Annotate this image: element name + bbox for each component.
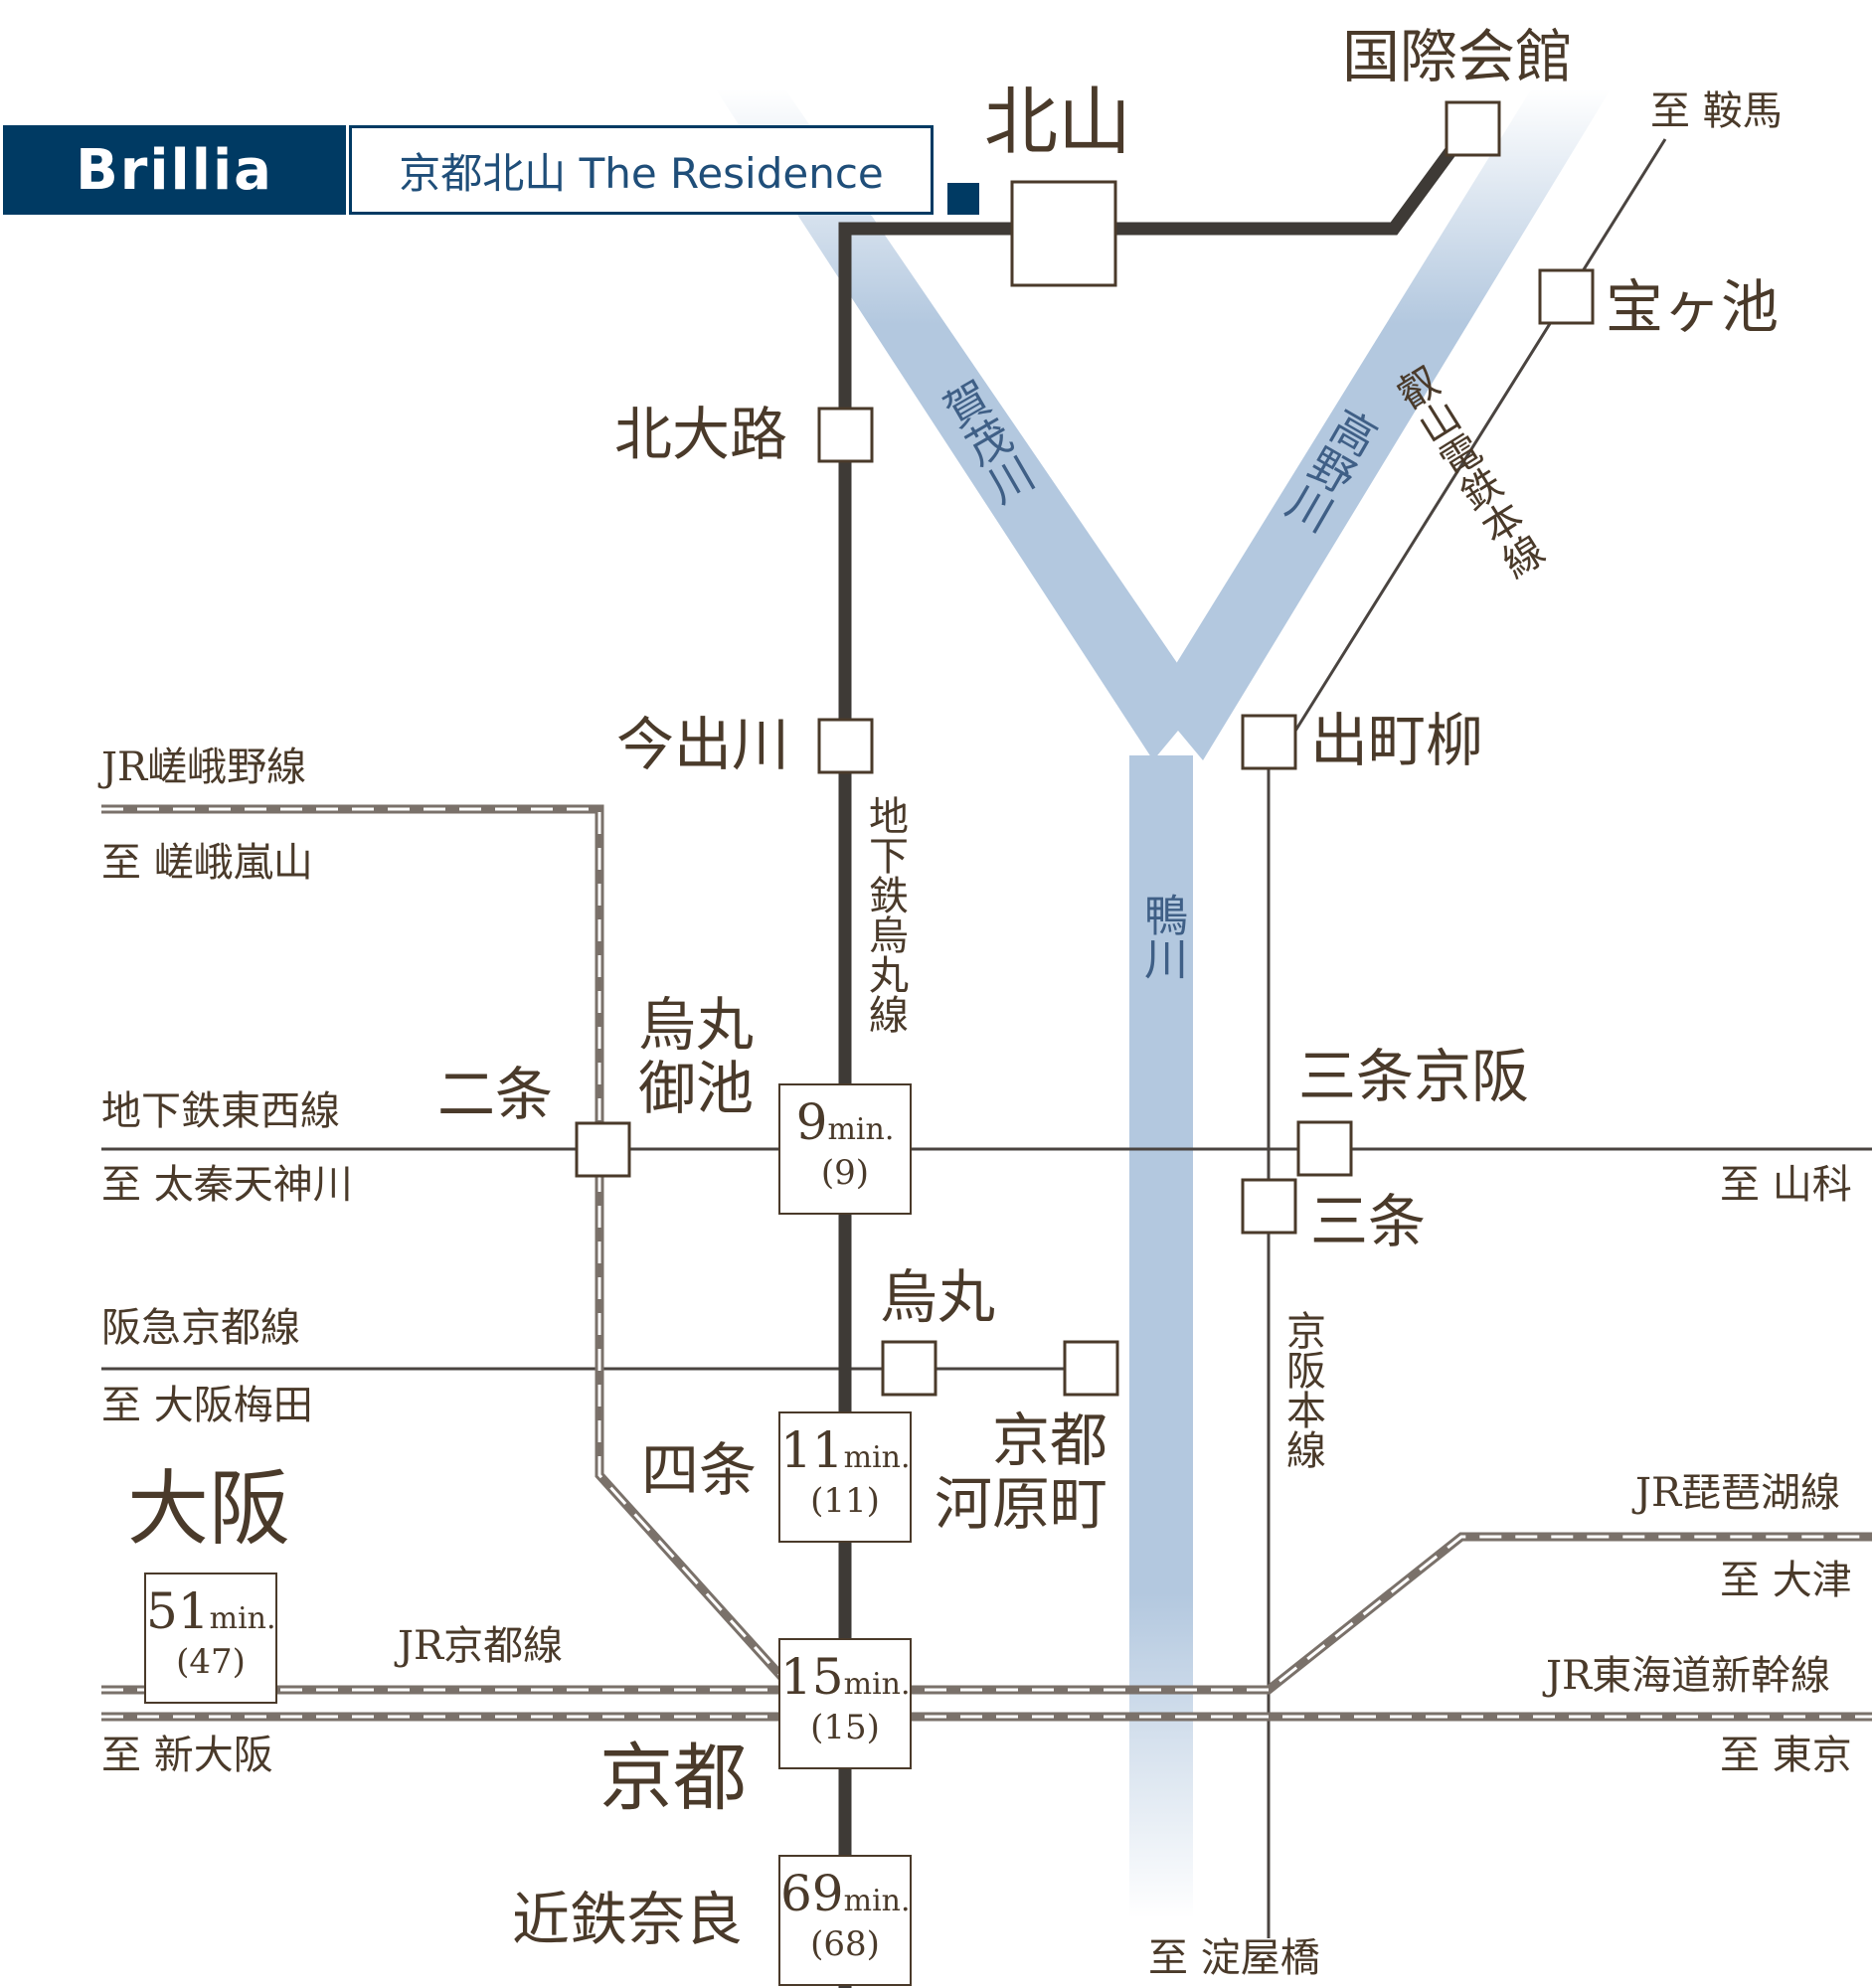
station-label-osaka: 大阪 — [127, 1462, 291, 1557]
station-kyoto-kawaramachi — [1063, 1340, 1119, 1397]
station-label-karasuma-oike: 烏丸 御池 — [638, 991, 755, 1122]
station-label-demachiyanagi: 出町柳 — [1310, 707, 1484, 774]
property-name: 京都北山 The Residence — [349, 125, 934, 215]
jr-sagano-line — [101, 804, 797, 1694]
time-unit: min. — [843, 1667, 911, 1702]
time-unit: min. — [843, 1884, 911, 1918]
time-alt: (15) — [810, 1708, 880, 1747]
time-value: 51 — [146, 1582, 210, 1640]
direction-uzumasa-tenjingawa: 至 太秦天神川 — [101, 1162, 353, 1208]
property-location-marker — [947, 183, 979, 215]
direction-kurama: 至 鞍馬 — [1650, 88, 1783, 134]
direction-otsu: 至 大津 — [1720, 1558, 1852, 1603]
brand-logo: Brillia — [3, 125, 346, 215]
direction-tokyo: 至 東京 — [1720, 1733, 1852, 1778]
station-label-kitayama: 北山 — [984, 80, 1131, 165]
time-value: 11 — [780, 1421, 844, 1479]
time-value: 9 — [795, 1093, 828, 1151]
station-label-shijo: 四条 — [641, 1436, 758, 1504]
station-label-takaragaike: 宝ヶ池 — [1606, 273, 1780, 341]
eizan-line — [1290, 138, 1667, 737]
river-label-kamo: 鴨川 — [1136, 893, 1187, 980]
station-squares — [575, 100, 1595, 1397]
line-label-subway-tozai: 地下鉄東西線 — [101, 1088, 340, 1134]
line-label-jr-biwako: JR琵琶湖線 — [1635, 1470, 1841, 1516]
station-kokusai-kaikan — [1445, 100, 1501, 157]
time-alt: (9) — [820, 1153, 870, 1193]
takano-river-shape — [1153, 89, 1611, 760]
time-box-osaka: 51min. (47) — [144, 1573, 277, 1704]
station-label-kintetsu-nara: 近鉄奈良 — [512, 1886, 744, 1953]
station-label-sanjo: 三条 — [1310, 1188, 1427, 1255]
station-demachiyanagi — [1241, 714, 1297, 770]
line-label-keihan: 京阪本線 — [1279, 1310, 1325, 1469]
time-box-shijo: 11min. (11) — [778, 1411, 912, 1543]
station-label-nijo: 二条 — [437, 1061, 554, 1128]
time-alt: (47) — [176, 1642, 246, 1682]
jr-sagano-line-dash — [101, 807, 795, 1692]
station-nijo — [575, 1121, 631, 1178]
station-label-kyoto: 京都 — [599, 1736, 747, 1821]
line-label-subway-karasuma: 地下鉄烏丸線 — [862, 795, 908, 1034]
station-karasuma — [881, 1340, 937, 1397]
rivers — [716, 89, 1611, 1918]
kamo-upper-river-shape — [716, 89, 1203, 760]
station-label-kokusai-kaikan: 国際会館 — [1342, 23, 1574, 90]
time-box-kyoto: 15min. (15) — [778, 1638, 912, 1769]
line-label-jr-sagano: JR嵯峨野線 — [101, 745, 307, 790]
jr-kyoto-line-dash — [101, 1535, 1872, 1692]
direction-yodoyabashi: 至 淀屋橋 — [1148, 1935, 1320, 1981]
direction-osaka-umeda: 至 大阪梅田 — [101, 1383, 313, 1428]
time-box-karasuma-oike: 9min. (9) — [778, 1083, 912, 1215]
time-unit: min. — [209, 1601, 276, 1636]
station-imadegawa — [817, 718, 874, 774]
time-value: 15 — [780, 1648, 844, 1706]
station-sanjo — [1241, 1178, 1297, 1235]
line-label-jr-kyoto: JR京都線 — [398, 1623, 564, 1669]
time-alt: (68) — [810, 1924, 880, 1964]
station-label-sanjo-keihan: 三条京阪 — [1298, 1043, 1530, 1110]
station-label-karasuma: 烏丸 — [880, 1263, 996, 1331]
station-label-imadegawa: 今出川 — [616, 711, 790, 778]
time-unit: min. — [827, 1112, 895, 1147]
kamo-river-shape — [1129, 755, 1193, 1918]
station-label-kitaoji: 北大路 — [614, 401, 788, 468]
line-label-hankyu-kyoto: 阪急京都線 — [101, 1305, 300, 1351]
station-label-kyoto-kawaramachi: 京都 河原町 — [935, 1407, 1108, 1538]
station-takaragaike — [1538, 268, 1595, 325]
line-label-jr-tokaido-shinkansen: JR東海道新幹線 — [1546, 1653, 1831, 1699]
station-sanjo-keihan — [1296, 1120, 1353, 1177]
direction-saga-arashiyama: 至 嵯峨嵐山 — [101, 840, 313, 886]
time-alt: (11) — [810, 1481, 880, 1521]
direction-shin-osaka: 至 新大阪 — [101, 1733, 273, 1778]
time-box-kintetsu-nara: 69min. (68) — [778, 1855, 912, 1986]
brand-header: Brillia 京都北山 The Residence — [3, 125, 934, 215]
station-kitaoji — [817, 407, 874, 463]
station-kitayama — [1010, 180, 1117, 287]
time-unit: min. — [843, 1440, 911, 1475]
time-value: 69 — [780, 1865, 844, 1922]
direction-yamashina: 至 山科 — [1720, 1162, 1852, 1208]
